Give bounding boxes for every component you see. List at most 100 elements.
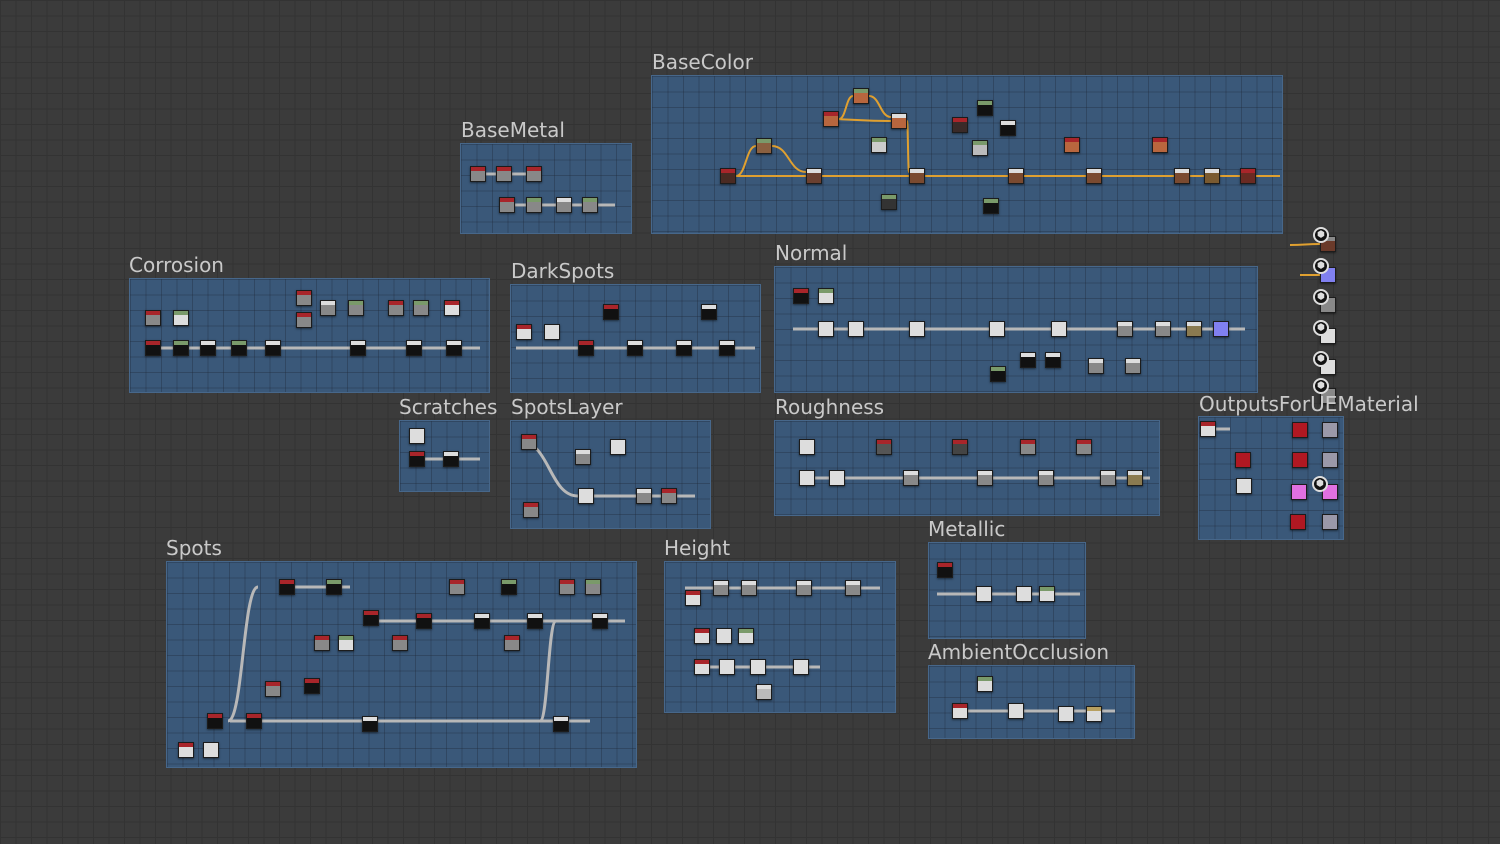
graph-node[interactable] <box>1064 137 1080 153</box>
graph-node[interactable] <box>891 113 907 129</box>
graph-node[interactable] <box>1322 452 1338 468</box>
graph-node[interactable] <box>326 579 342 595</box>
graph-node[interactable] <box>793 288 809 304</box>
graph-node[interactable] <box>1240 168 1256 184</box>
graph-node[interactable] <box>1322 422 1338 438</box>
graph-node[interactable] <box>983 198 999 214</box>
graph-node[interactable] <box>409 451 425 467</box>
graph-node[interactable] <box>474 613 490 629</box>
graph-node[interactable] <box>1000 120 1016 136</box>
graph-node[interactable] <box>1127 470 1143 486</box>
graph-node[interactable] <box>470 166 486 182</box>
graph-node[interactable] <box>750 659 766 675</box>
graph-node[interactable] <box>1213 321 1229 337</box>
graph-node[interactable] <box>526 166 542 182</box>
graph-node[interactable] <box>526 197 542 213</box>
graph-node[interactable] <box>720 168 736 184</box>
graph-node[interactable] <box>504 635 520 651</box>
graph-node[interactable] <box>823 111 839 127</box>
graph-node[interactable] <box>527 613 543 629</box>
graph-node[interactable] <box>661 488 677 504</box>
graph-node[interactable] <box>756 138 772 154</box>
graph-node[interactable] <box>903 470 919 486</box>
graph-node[interactable] <box>314 635 330 651</box>
graph-node[interactable] <box>909 168 925 184</box>
output-icon[interactable]: ⬢ <box>1313 378 1329 394</box>
graph-node[interactable] <box>592 613 608 629</box>
graph-node[interactable] <box>1155 321 1171 337</box>
graph-node[interactable] <box>694 659 710 675</box>
graph-node[interactable] <box>741 580 757 596</box>
graph-node[interactable] <box>1186 321 1202 337</box>
graph-node[interactable] <box>207 713 223 729</box>
graph-node[interactable] <box>952 439 968 455</box>
graph-node[interactable] <box>1152 137 1168 153</box>
graph-node[interactable] <box>871 137 887 153</box>
graph-node[interactable] <box>501 579 517 595</box>
graph-node[interactable] <box>173 310 189 326</box>
graph-node[interactable] <box>145 310 161 326</box>
graph-node[interactable] <box>1088 358 1104 374</box>
graph-node[interactable] <box>1125 358 1141 374</box>
graph-node[interactable] <box>610 439 626 455</box>
graph-node[interactable] <box>793 659 809 675</box>
graph-node[interactable] <box>818 321 834 337</box>
graph-node[interactable] <box>265 340 281 356</box>
graph-node[interactable] <box>756 684 772 700</box>
graph-node[interactable] <box>1008 168 1024 184</box>
graph-node[interactable] <box>1086 706 1102 722</box>
graph-node[interactable] <box>972 140 988 156</box>
graph-node[interactable] <box>818 288 834 304</box>
output-icon[interactable]: ⬢ <box>1313 227 1329 243</box>
frame-basemetal[interactable] <box>460 143 632 234</box>
graph-node[interactable] <box>145 340 161 356</box>
output-icon[interactable]: ⬢ <box>1313 289 1329 305</box>
graph-node[interactable] <box>559 579 575 595</box>
output-icon[interactable]: ⬢ <box>1313 320 1329 336</box>
graph-node[interactable] <box>296 290 312 306</box>
graph-node[interactable] <box>1174 168 1190 184</box>
frame-metallic[interactable] <box>928 542 1086 639</box>
graph-node[interactable] <box>829 470 845 486</box>
graph-node[interactable] <box>627 340 643 356</box>
graph-node[interactable] <box>1008 703 1024 719</box>
graph-node[interactable] <box>521 434 537 450</box>
frame-basecolor[interactable] <box>651 75 1283 234</box>
graph-node[interactable] <box>716 628 732 644</box>
graph-node[interactable] <box>876 439 892 455</box>
graph-node[interactable] <box>1291 484 1307 500</box>
graph-node[interactable] <box>363 610 379 626</box>
graph-node[interactable] <box>173 340 189 356</box>
graph-node[interactable] <box>977 676 993 692</box>
graph-node[interactable] <box>585 579 601 595</box>
graph-node[interactable] <box>416 613 432 629</box>
graph-node[interactable] <box>989 321 1005 337</box>
graph-node[interactable] <box>575 449 591 465</box>
graph-node[interactable] <box>1076 439 1092 455</box>
output-icon[interactable]: ⬢ <box>1313 258 1329 274</box>
graph-node[interactable] <box>1292 422 1308 438</box>
graph-node[interactable] <box>553 716 569 732</box>
graph-node[interactable] <box>350 340 366 356</box>
graph-node[interactable] <box>977 100 993 116</box>
graph-node[interactable] <box>1290 514 1306 530</box>
graph-node[interactable] <box>676 340 692 356</box>
graph-node[interactable] <box>1322 514 1338 530</box>
graph-node[interactable] <box>516 324 532 340</box>
graph-node[interactable] <box>881 194 897 210</box>
graph-node[interactable] <box>1200 421 1216 437</box>
graph-node[interactable] <box>694 628 710 644</box>
output-icon[interactable]: ⬢ <box>1313 351 1329 367</box>
graph-node[interactable] <box>1038 470 1054 486</box>
graph-node[interactable] <box>1117 321 1133 337</box>
graph-node[interactable] <box>523 502 539 518</box>
frame-spotslayer[interactable] <box>510 420 711 529</box>
graph-node[interactable] <box>685 590 701 606</box>
graph-node[interactable] <box>304 678 320 694</box>
graph-node[interactable] <box>796 580 812 596</box>
graph-node[interactable] <box>1058 706 1074 722</box>
graph-node[interactable] <box>178 742 194 758</box>
graph-node[interactable] <box>845 580 861 596</box>
graph-node[interactable] <box>409 428 425 444</box>
graph-node[interactable] <box>200 340 216 356</box>
